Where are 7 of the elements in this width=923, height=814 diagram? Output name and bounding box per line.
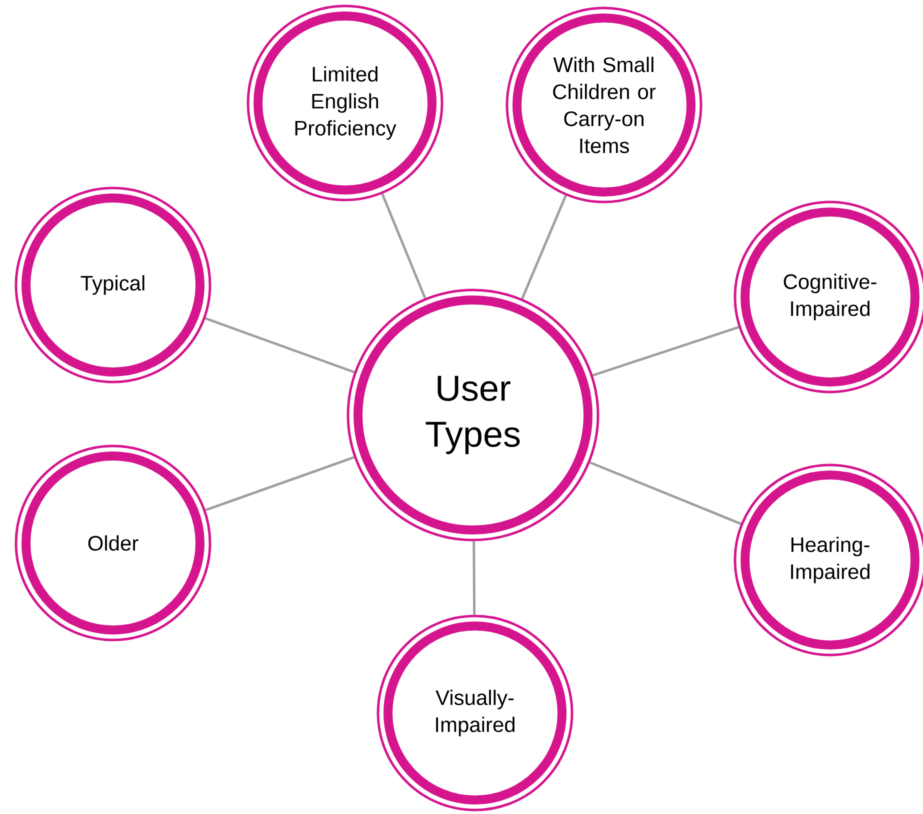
connector-line bbox=[205, 456, 354, 512]
connector-line bbox=[590, 461, 742, 525]
connector-line bbox=[381, 193, 426, 299]
connector-line bbox=[592, 326, 740, 377]
connector-line bbox=[472, 541, 476, 615]
connector-line bbox=[205, 317, 355, 374]
connector-line bbox=[521, 195, 567, 300]
